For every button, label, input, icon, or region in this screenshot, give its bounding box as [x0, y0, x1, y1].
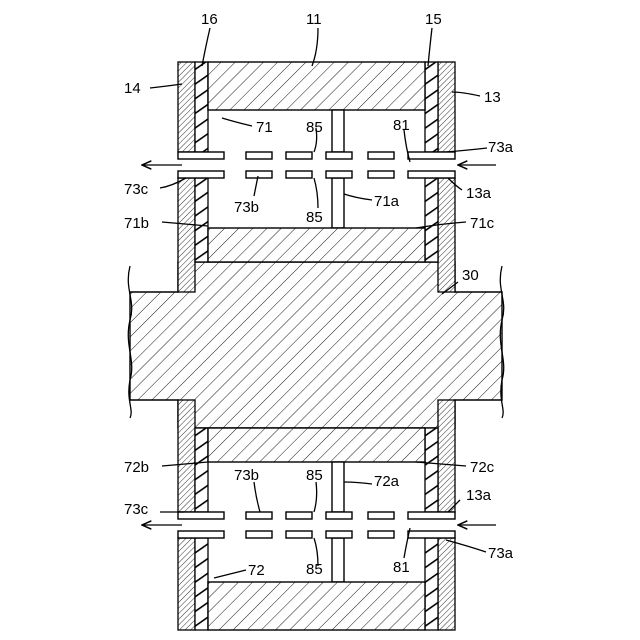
label-85-top-2: 85: [306, 209, 323, 226]
label-81-top: 81: [393, 117, 410, 134]
insulator-16-top-lower: [195, 178, 208, 262]
label-85-top-1: 85: [306, 119, 323, 136]
label-13a-bottom: 13a: [466, 487, 492, 504]
side-wall-13-top-upper: [438, 62, 455, 152]
insulator-16-bottom-lower: [195, 538, 208, 630]
insulator-15-top-upper: [425, 62, 438, 152]
label-72c: 72c: [470, 459, 495, 476]
insulator-15-top-lower: [425, 178, 438, 262]
label-73c-top: 73c: [124, 181, 149, 198]
side-wall-13-bottom-upper: [438, 400, 455, 512]
label-71a: 71a: [374, 193, 400, 210]
label-71: 71: [256, 119, 273, 136]
side-wall-14-bottom-lower: [178, 538, 195, 630]
label-16: 16: [201, 11, 218, 28]
label-73b-bottom: 73b: [234, 467, 259, 484]
label-71b: 71b: [124, 215, 149, 232]
bottom-upper-plate: [208, 428, 425, 462]
label-73a-bottom: 73a: [488, 545, 514, 562]
label-81-bottom: 81: [393, 559, 410, 576]
label-73c-bottom: 73c: [124, 501, 149, 518]
bottom-center-stem-lower: [332, 538, 344, 582]
label-11: 11: [306, 11, 322, 28]
insulator-15-bottom-upper: [425, 428, 438, 512]
label-30: 30: [462, 267, 479, 284]
top-channel-plates: [178, 152, 455, 178]
side-wall-14-bottom-upper: [178, 400, 195, 512]
label-73b-top: 73b: [234, 199, 259, 216]
label-72a: 72a: [374, 473, 400, 490]
side-wall-14-top-lower: [178, 178, 195, 292]
side-wall-13-bottom-lower: [438, 538, 455, 630]
bottom-center-stem: [332, 462, 344, 512]
top-center-stem-lower: [332, 178, 344, 228]
bottom-block: [208, 582, 425, 630]
side-wall-14-top-upper: [178, 62, 195, 152]
insulator-16-top-upper: [195, 62, 208, 152]
label-14: 14: [124, 80, 141, 97]
top-lower-plate: [208, 228, 425, 262]
insulator-15-bottom-lower: [425, 538, 438, 630]
label-72: 72: [248, 562, 265, 579]
label-71c: 71c: [470, 215, 495, 232]
label-13: 13: [484, 89, 501, 106]
label-85-bottom-1: 85: [306, 467, 323, 484]
label-72b: 72b: [124, 459, 149, 476]
bottom-channel-plates: [178, 512, 455, 538]
insulator-16-bottom-upper: [195, 428, 208, 512]
side-wall-13-top-lower: [438, 178, 455, 292]
top-center-stem: [332, 110, 344, 152]
top-block-11: [208, 62, 425, 110]
label-73a-top: 73a: [488, 139, 514, 156]
label-13a-top: 13a: [466, 185, 492, 202]
label-85-bottom-2: 85: [306, 561, 323, 578]
label-15: 15: [425, 11, 442, 28]
